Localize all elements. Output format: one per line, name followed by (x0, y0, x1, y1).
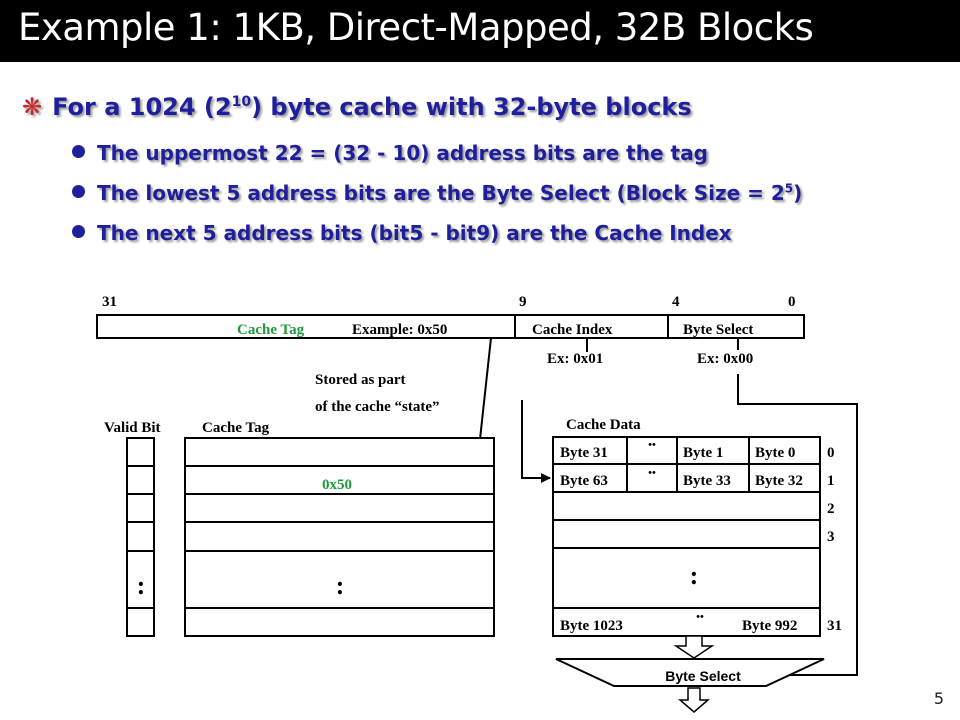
bullet-main-prefix: For a 1024 (2 (52, 93, 232, 121)
row-index-31: 31 (827, 618, 842, 634)
bullet-sub-2: The lowest 5 address bits are the Byte S… (72, 181, 802, 205)
byte-select-mux-label: Byte Select (665, 668, 741, 684)
data-row-0-right: Byte 0 (755, 445, 795, 461)
title-bar: Example 1: 1KB, Direct-Mapped, 32B Block… (0, 0, 960, 62)
cache-data-array (552, 436, 821, 637)
data-last-row-right: Byte 992 (742, 618, 797, 634)
row-index-3: 3 (827, 529, 835, 545)
data-row-1-dots: •• (648, 467, 656, 479)
data-row-1-left: Byte 63 (560, 473, 608, 489)
address-index-label: Cache Index (532, 322, 613, 338)
data-to-mux-arrow-icon (673, 635, 715, 659)
byteselect-line (737, 374, 858, 676)
data-row-1-mid: Byte 33 (683, 473, 731, 489)
cache-data-header: Cache Data (566, 417, 641, 433)
round-bullet-icon (72, 185, 85, 198)
bit-9-label: 9 (519, 294, 527, 310)
mux-output-arrow-icon (677, 687, 711, 713)
bullet-main-suffix: ) byte cache with 32-byte blocks (251, 93, 692, 121)
bullet-sub-3-text: The next 5 address bits (bit5 - bit9) ar… (97, 221, 732, 245)
data-row-1-right: Byte 32 (755, 473, 803, 489)
row-index-2: 2 (827, 501, 835, 517)
data-row-0-left: Byte 31 (560, 445, 608, 461)
bullet-sub-1: The uppermost 22 = (32 - 10) address bit… (72, 141, 708, 165)
cache-tag-column (184, 437, 495, 637)
address-register (96, 314, 805, 339)
data-last-row-left: Byte 1023 (560, 618, 623, 634)
cache-tag-ellipsis: : (336, 571, 345, 600)
byte-select-mux (555, 658, 825, 687)
data-array-ellipsis: : (690, 561, 699, 590)
data-row-0-dots: •• (648, 439, 656, 451)
bullet-sub-3: The next 5 address bits (bit5 - bit9) ar… (72, 221, 732, 245)
cache-tag-row-1-value: 0x50 (322, 477, 352, 493)
bit-4-label: 4 (672, 294, 680, 310)
slide-title: Example 1: 1KB, Direct-Mapped, 32B Block… (18, 6, 814, 49)
bit-31-label: 31 (102, 294, 117, 310)
bullet-sub-2-exponent: 5 (784, 181, 794, 196)
row-index-1: 1 (827, 473, 835, 489)
data-row-0-mid: Byte 1 (683, 445, 723, 461)
annotation-line-1: Stored as part (315, 372, 406, 388)
data-last-row-dots: •• (696, 611, 704, 623)
bullet-sub-1-text: The uppermost 22 = (32 - 10) address bit… (97, 141, 708, 165)
round-bullet-icon (72, 145, 85, 158)
bit-0-label: 0 (788, 294, 796, 310)
asterisk-bullet-icon: ❋ (22, 93, 43, 121)
page-number: 5 (933, 689, 944, 708)
address-byteselect-label: Byte Select (683, 322, 753, 338)
byteselect-example: Ex: 0x00 (697, 351, 753, 367)
bullet-sub-2-text: The lowest 5 address bits are the Byte S… (97, 181, 785, 205)
index-example: Ex: 0x01 (547, 351, 603, 367)
cache-tag-header: Cache Tag (202, 420, 270, 436)
bullet-main: ❋ For a 1024 (210) byte cache with 32-byt… (22, 93, 692, 121)
annotation-line-2: of the cache “state” (315, 399, 440, 415)
row-index-0: 0 (827, 445, 835, 461)
bullet-sub-2-suffix: ) (793, 181, 803, 205)
address-tag-label: Cache Tag (237, 322, 305, 338)
valid-bit-column (126, 437, 155, 637)
index-arrow (521, 400, 551, 483)
bullet-main-exponent: 10 (231, 94, 252, 110)
valid-bit-ellipsis: : (137, 571, 146, 600)
round-bullet-icon (72, 225, 85, 238)
valid-bit-header: Valid Bit (104, 420, 161, 436)
address-tag-example: Example: 0x50 (352, 322, 447, 338)
